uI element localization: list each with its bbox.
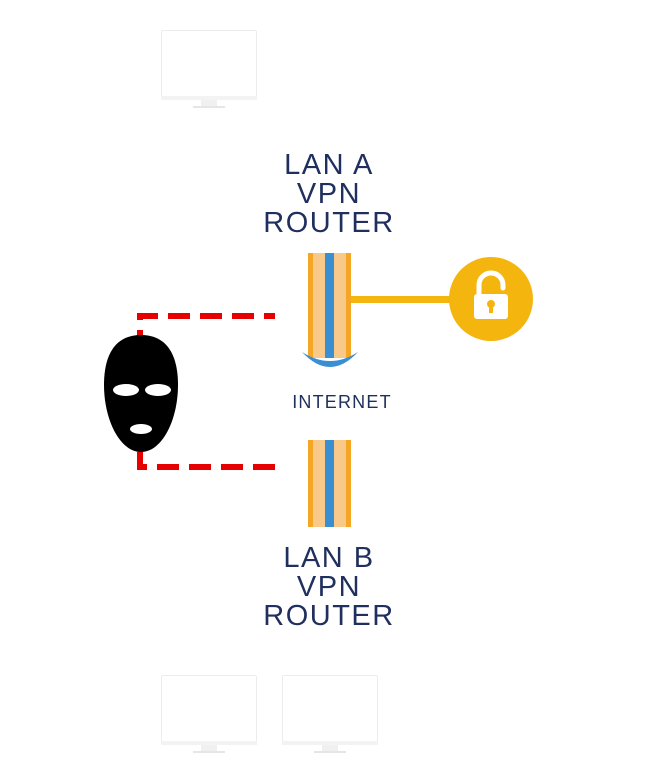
lan-a-router-label: LAN A VPN ROUTER bbox=[263, 149, 395, 239]
lan-b-router-label: LAN B VPN ROUTER bbox=[263, 542, 395, 632]
tunnel-inner-left bbox=[313, 253, 325, 358]
monitor-base bbox=[193, 751, 225, 753]
tunnel-outer-left bbox=[308, 253, 313, 358]
tunnel-inner-right bbox=[334, 253, 346, 358]
monitor-stand bbox=[322, 745, 338, 751]
lan-b-tunnel bbox=[308, 440, 351, 527]
monitor-bezel bbox=[282, 741, 378, 745]
monitor-stand bbox=[201, 100, 217, 106]
monitor-screen bbox=[161, 675, 257, 743]
tunnel-inner-left bbox=[313, 440, 325, 527]
monitor-base bbox=[193, 106, 225, 108]
tunnel-inner-right bbox=[334, 440, 346, 527]
tunnel-outer-right bbox=[346, 440, 351, 527]
lan-a-computer-icon bbox=[161, 30, 257, 110]
monitor-screen bbox=[161, 30, 257, 98]
lan-b-computer-2-icon bbox=[282, 675, 378, 755]
internet-label: INTERNET bbox=[292, 392, 392, 412]
tunnel-center bbox=[325, 440, 334, 527]
monitor-base bbox=[314, 751, 346, 753]
balaclava-mask-icon bbox=[104, 335, 178, 452]
tunnel-outer-right bbox=[346, 253, 351, 358]
monitor-screen bbox=[282, 675, 378, 743]
tunnel-outer-left bbox=[308, 440, 313, 527]
tunnel-center bbox=[325, 253, 334, 358]
lan-b-computer-1-icon bbox=[161, 675, 257, 755]
monitor-stand bbox=[201, 745, 217, 751]
lan-a-tunnel bbox=[308, 253, 351, 358]
lock-connector-line bbox=[351, 296, 453, 303]
monitor-bezel bbox=[161, 96, 257, 100]
monitor-bezel bbox=[161, 741, 257, 745]
open-padlock-icon bbox=[449, 257, 533, 341]
internet-arc-icon bbox=[302, 352, 358, 367]
